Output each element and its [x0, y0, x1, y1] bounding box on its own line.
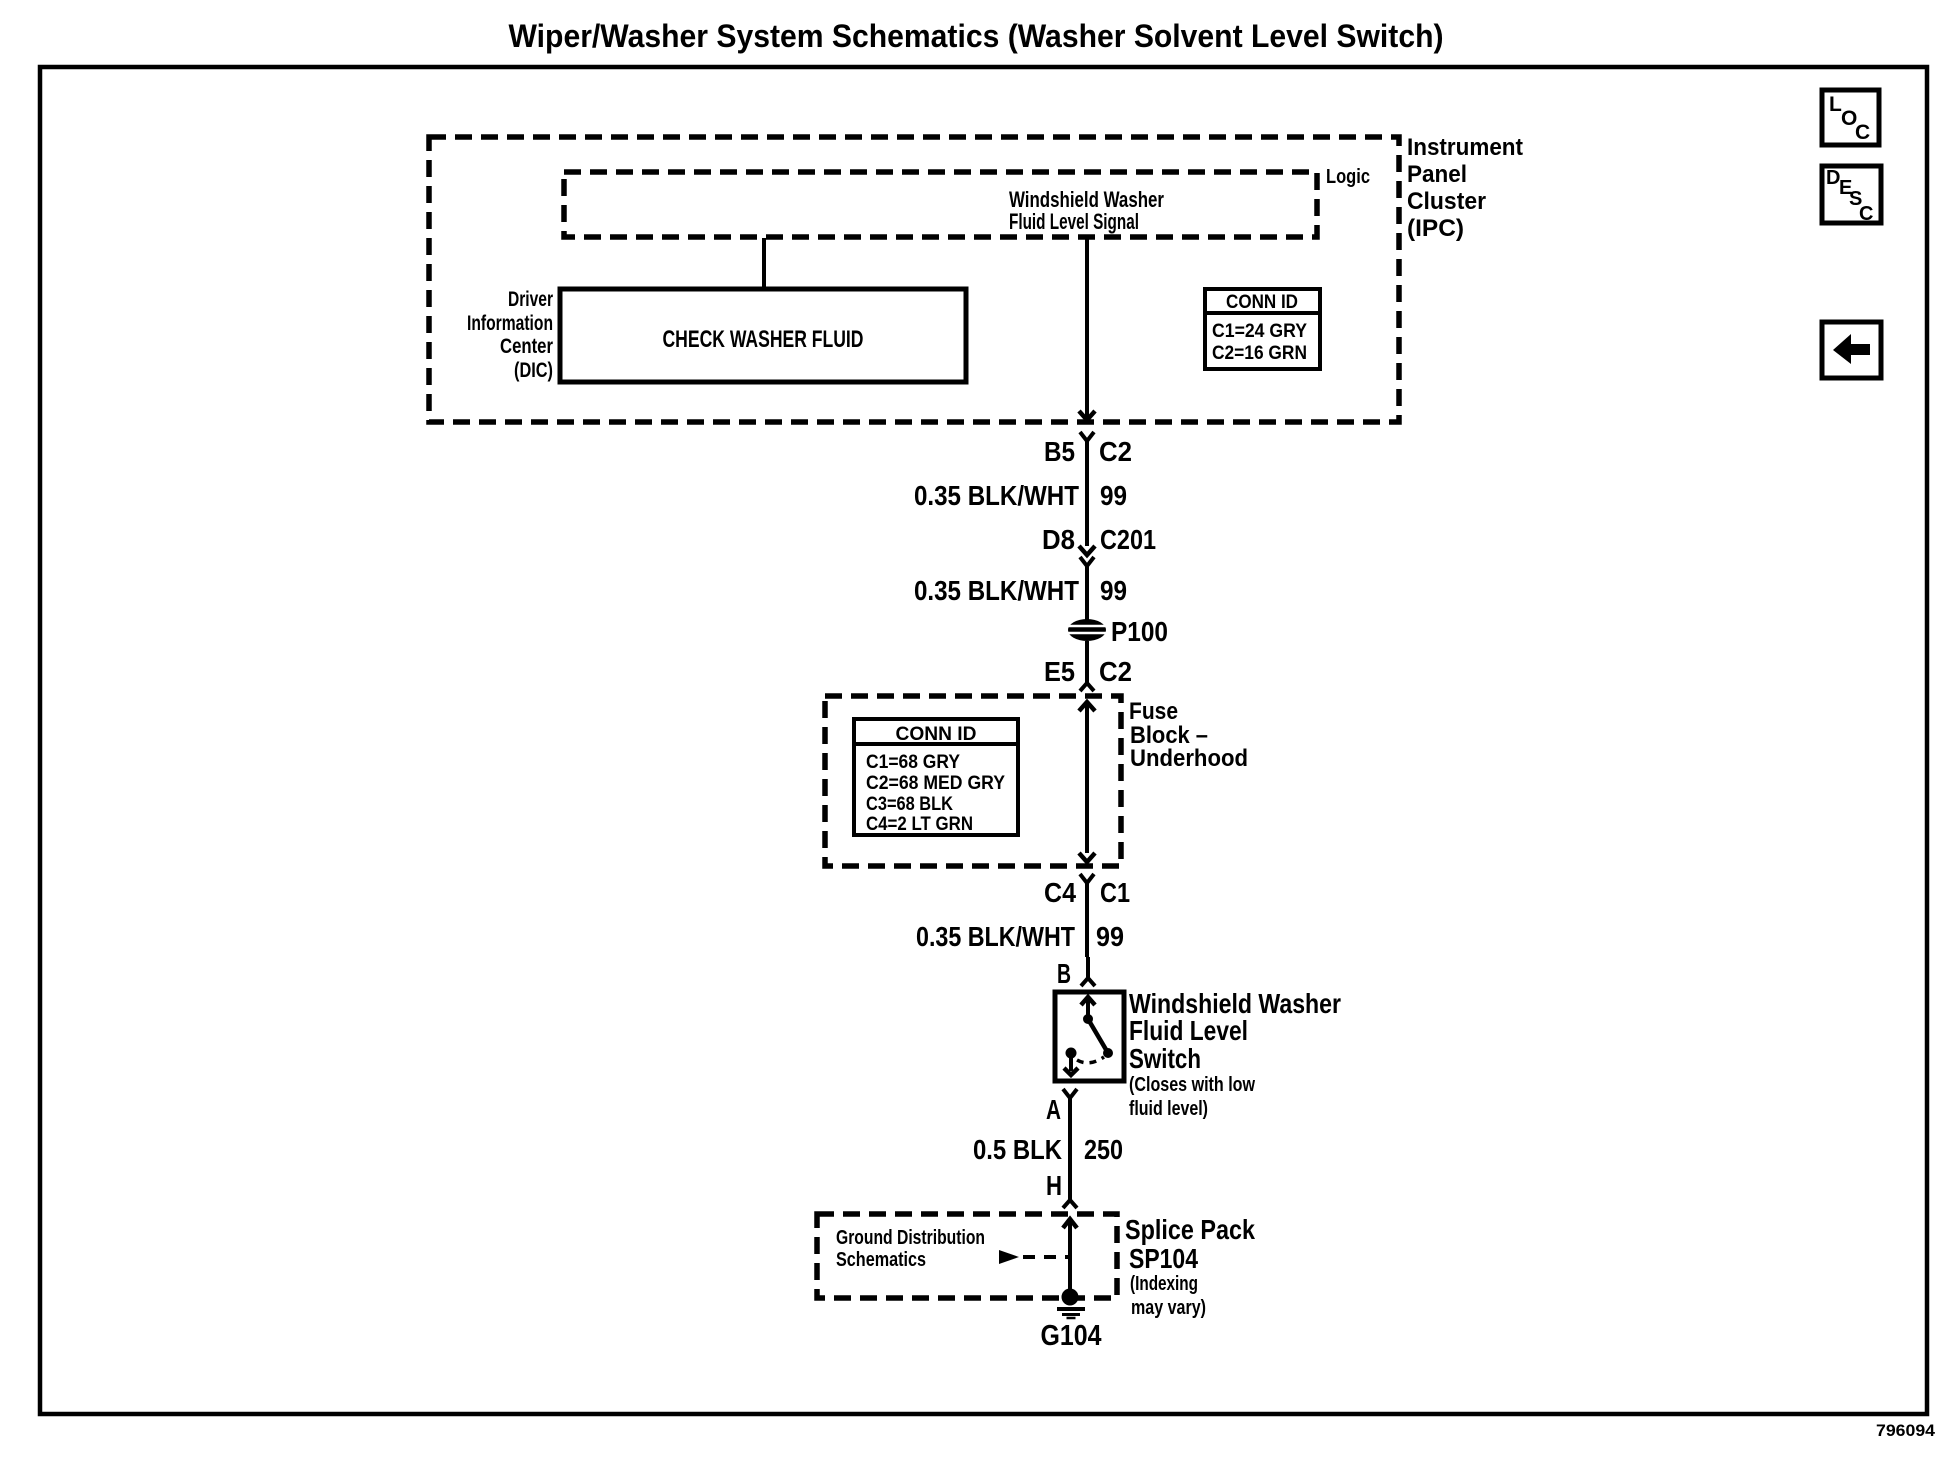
svg-text:C4=2 LT GRN: C4=2 LT GRN [866, 814, 973, 835]
svg-text:Fluid Level Signal: Fluid Level Signal [1009, 209, 1139, 234]
svg-text:G104: G104 [1041, 1320, 1102, 1352]
svg-text:fluid level): fluid level) [1129, 1098, 1208, 1120]
svg-text:(IPC): (IPC) [1407, 215, 1464, 242]
svg-text:C4: C4 [1044, 877, 1076, 908]
svg-text:0.35 BLK/WHT: 0.35 BLK/WHT [914, 480, 1079, 511]
svg-text:C201: C201 [1100, 524, 1156, 555]
svg-text:Wiper/Washer System Schematics: Wiper/Washer System Schematics (Washer S… [509, 18, 1444, 54]
svg-text:C3=68 BLK: C3=68 BLK [866, 794, 953, 815]
svg-text:(DIC): (DIC) [514, 359, 553, 382]
svg-text:CHECK WASHER FLUID: CHECK WASHER FLUID [663, 326, 864, 353]
svg-text:E5: E5 [1044, 656, 1075, 687]
svg-text:C2: C2 [1099, 436, 1132, 467]
svg-text:Fluid Level: Fluid Level [1129, 1015, 1248, 1046]
svg-text:Switch: Switch [1129, 1043, 1201, 1074]
svg-text:B: B [1057, 958, 1071, 989]
svg-text:C: C [1859, 203, 1873, 225]
svg-text:O: O [1841, 107, 1857, 130]
svg-text:C2=16 GRN: C2=16 GRN [1212, 343, 1307, 364]
svg-text:Ground Distribution: Ground Distribution [836, 1227, 985, 1249]
svg-text:(Indexing: (Indexing [1130, 1273, 1198, 1295]
svg-text:CONN ID: CONN ID [1226, 292, 1298, 313]
svg-text:99: 99 [1096, 921, 1124, 952]
svg-text:D: D [1826, 167, 1840, 189]
svg-text:L: L [1829, 93, 1842, 116]
svg-text:Panel: Panel [1407, 161, 1467, 188]
svg-text:C1=24 GRY: C1=24 GRY [1212, 321, 1307, 342]
svg-text:99: 99 [1100, 480, 1127, 511]
svg-text:0.5 BLK: 0.5 BLK [973, 1134, 1062, 1165]
svg-text:Windshield Washer: Windshield Washer [1009, 187, 1164, 212]
svg-text:99: 99 [1100, 575, 1127, 606]
svg-text:S: S [1849, 188, 1862, 210]
svg-text:C2: C2 [1099, 656, 1132, 687]
svg-text:SP104: SP104 [1129, 1243, 1198, 1274]
svg-text:CONN ID: CONN ID [896, 724, 977, 745]
svg-text:Center: Center [500, 335, 553, 358]
svg-text:D8: D8 [1042, 524, 1075, 555]
svg-text:B5: B5 [1044, 436, 1075, 467]
svg-text:Underhood: Underhood [1130, 745, 1248, 772]
svg-text:Cluster: Cluster [1407, 188, 1486, 215]
svg-text:may vary): may vary) [1131, 1297, 1206, 1319]
svg-text:(Closes with low: (Closes with low [1129, 1074, 1255, 1096]
svg-text:796094: 796094 [1876, 1421, 1936, 1440]
svg-text:Driver: Driver [508, 288, 553, 311]
svg-text:Schematics: Schematics [836, 1249, 926, 1271]
svg-text:P100: P100 [1111, 616, 1168, 647]
svg-text:0.35 BLK/WHT: 0.35 BLK/WHT [916, 921, 1075, 952]
svg-text:E: E [1839, 177, 1852, 199]
svg-text:Instrument: Instrument [1407, 134, 1523, 161]
svg-text:C1=68 GRY: C1=68 GRY [866, 752, 960, 773]
svg-text:C1: C1 [1100, 877, 1130, 908]
svg-text:0.35 BLK/WHT: 0.35 BLK/WHT [914, 575, 1079, 606]
svg-text:Splice Pack: Splice Pack [1125, 1214, 1255, 1245]
svg-text:Information: Information [467, 312, 553, 335]
svg-text:C: C [1855, 121, 1870, 144]
svg-text:Fuse: Fuse [1129, 698, 1178, 725]
svg-text:Block –: Block – [1130, 722, 1208, 749]
svg-text:A: A [1046, 1094, 1061, 1125]
svg-text:H: H [1046, 1170, 1062, 1201]
svg-text:C2=68 MED GRY: C2=68 MED GRY [866, 773, 1005, 794]
svg-text:250: 250 [1084, 1134, 1123, 1165]
svg-text:Logic: Logic [1326, 166, 1370, 188]
svg-text:Windshield Washer: Windshield Washer [1129, 988, 1341, 1019]
